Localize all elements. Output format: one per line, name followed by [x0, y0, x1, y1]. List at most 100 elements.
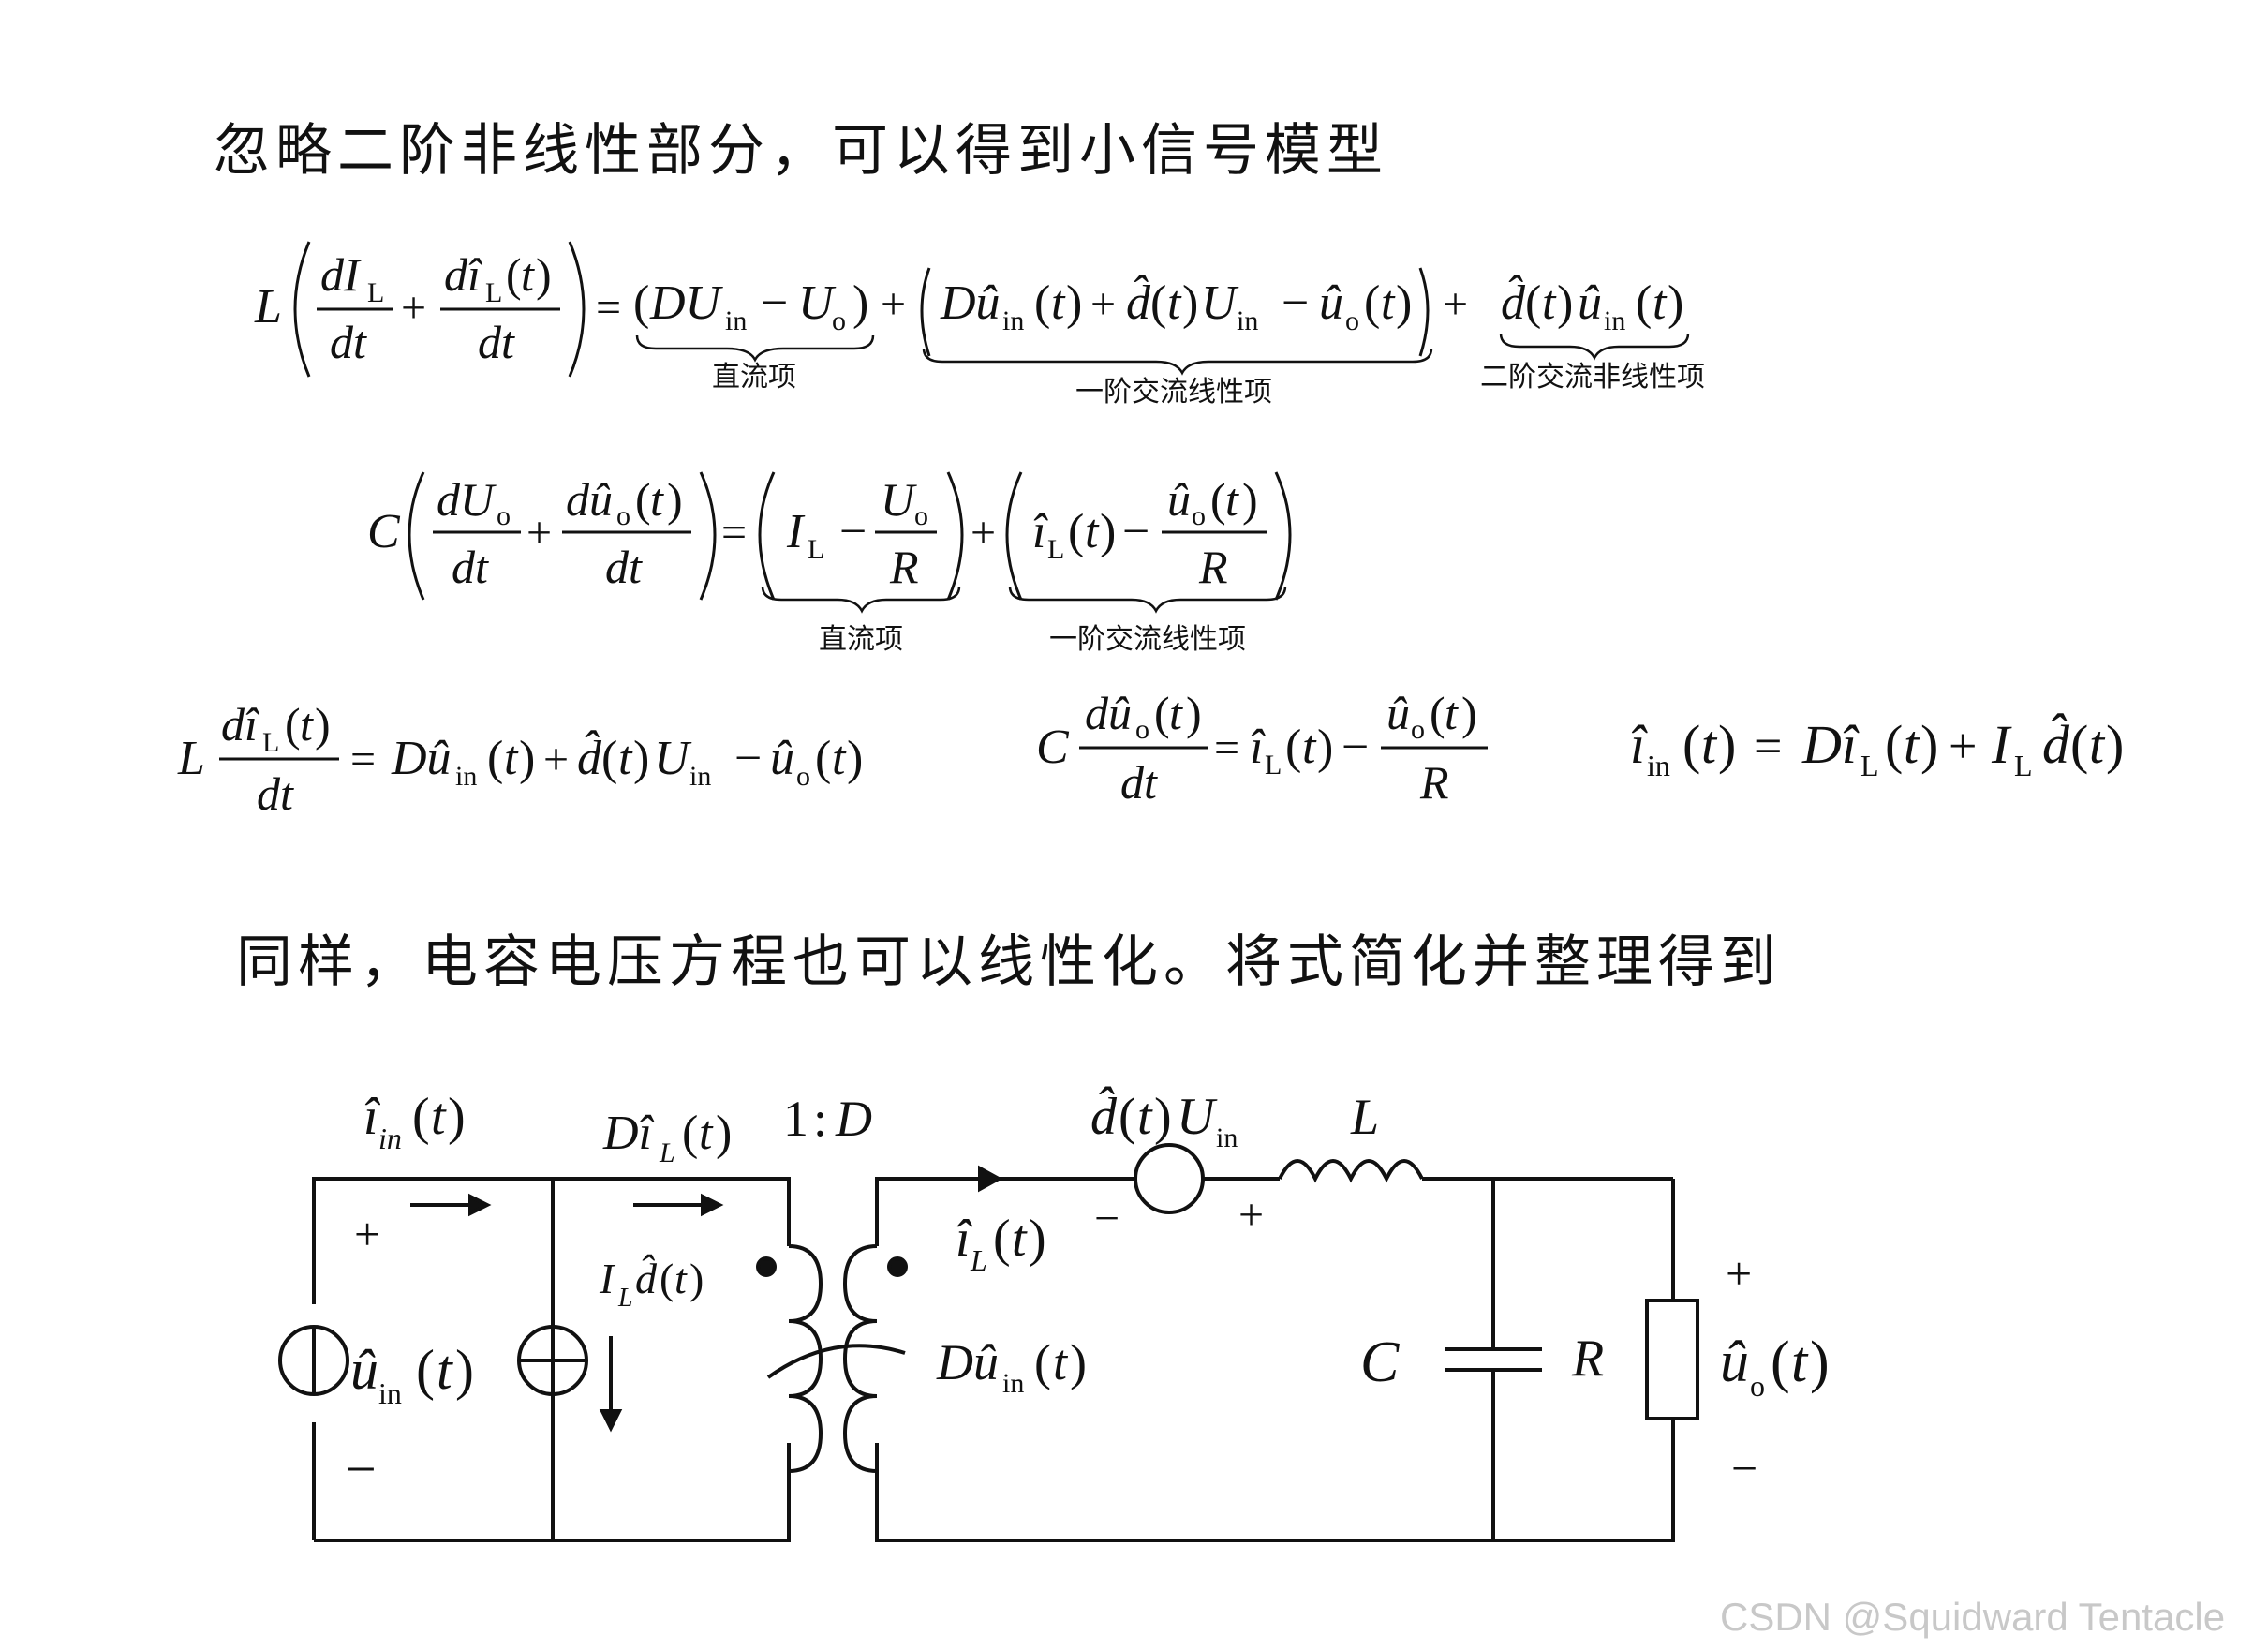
ratio-colon: :: [813, 1091, 827, 1147]
label-inductor-L: L: [1350, 1089, 1379, 1145]
svg-text:in: in: [1237, 305, 1258, 336]
svg-text:C: C: [367, 505, 401, 558]
svg-text:−: −: [1342, 721, 1369, 774]
svg-text:t: t: [650, 473, 664, 526]
svg-text:t: t: [1381, 276, 1396, 330]
small-signal-circuit: [278, 1143, 1699, 1542]
svg-text:I: I: [786, 505, 806, 558]
svg-text:U: U: [798, 276, 837, 330]
svg-text:t: t: [437, 1339, 453, 1401]
svg-text:+: +: [401, 283, 426, 333]
svg-text:): ): [1242, 473, 1258, 526]
svg-text:o: o: [1192, 500, 1206, 531]
svg-text:in: in: [1604, 305, 1625, 336]
heading-small-signal-model: 忽略二阶非线性部分，可以得到小信号模型: [214, 118, 1388, 184]
svg-text:î: î: [1032, 505, 1048, 558]
svg-text:): ): [536, 248, 552, 301]
svg-text:t: t: [699, 1107, 714, 1160]
svg-text:L: L: [808, 534, 824, 565]
svg-text:in: in: [1216, 1122, 1238, 1153]
svg-text:(: (: [285, 698, 301, 751]
voltage-source-dUin: [1134, 1143, 1205, 1214]
svg-text:o: o: [832, 305, 846, 336]
svg-text:=: =: [350, 735, 376, 784]
svg-text:î: î: [956, 1210, 973, 1268]
svg-text:U: U: [654, 732, 692, 785]
resistor-R: [1645, 1299, 1699, 1420]
svg-text:û: û: [1578, 276, 1602, 330]
minus-dUin: −: [1094, 1194, 1119, 1243]
svg-text:t: t: [504, 732, 519, 785]
svg-text:(: (: [682, 1107, 698, 1160]
svg-text:): ): [1029, 1210, 1046, 1268]
svg-text:t: t: [1653, 276, 1668, 330]
svg-text:t: t: [1137, 1088, 1153, 1146]
svg-text:dI: dI: [320, 248, 362, 301]
svg-text:t: t: [431, 1088, 447, 1146]
svg-text:L: L: [254, 280, 282, 334]
svg-text:(: (: [1119, 1088, 1136, 1146]
svg-text:(: (: [412, 1088, 430, 1146]
svg-text:d̂: d̂: [2042, 714, 2070, 775]
svg-text:û: û: [1167, 473, 1191, 526]
svg-text:): ): [1100, 505, 1116, 558]
svg-text:): ): [2106, 714, 2124, 775]
label-capacitor-C: C: [1360, 1330, 1400, 1394]
svg-text:+: +: [971, 508, 996, 557]
svg-text:(: (: [1364, 276, 1380, 330]
svg-text:): ): [1396, 276, 1412, 330]
svg-text:(: (: [1636, 276, 1652, 330]
svg-text:(: (: [1771, 1330, 1790, 1394]
svg-text:): ): [1461, 687, 1477, 739]
svg-text:in: in: [1002, 305, 1024, 336]
svg-text:t: t: [300, 698, 314, 751]
svg-text:): ): [1718, 714, 1736, 775]
svg-text:o: o: [616, 500, 630, 531]
svg-text:U: U: [1177, 1088, 1218, 1146]
svg-text:t: t: [1167, 276, 1182, 330]
svg-text:): ): [315, 698, 331, 751]
svg-text:): ): [667, 473, 683, 526]
svg-text:): ): [1317, 721, 1333, 774]
current-source-ILd: [517, 1325, 588, 1396]
svg-text:in: in: [725, 305, 747, 336]
svg-text:(: (: [815, 732, 831, 785]
svg-text:+: +: [543, 735, 569, 784]
svg-text:Dû: Dû: [391, 732, 452, 785]
brace-label-first-order-2: 一阶交流线性项: [1049, 623, 1246, 656]
svg-text:): ): [1070, 1334, 1087, 1390]
svg-text:t: t: [1302, 721, 1317, 774]
wire-top-right-1: [875, 1177, 1135, 1246]
svg-text:U: U: [881, 473, 917, 526]
svg-text:+: +: [1949, 718, 1977, 774]
wire-bottom-right: [875, 1443, 1675, 1542]
plus-uin: +: [354, 1208, 380, 1260]
svg-text:(: (: [1682, 714, 1700, 775]
svg-text:): ): [448, 1088, 466, 1146]
svg-text:dU: dU: [437, 473, 497, 526]
plus-dUin: +: [1238, 1190, 1264, 1240]
svg-text:): ): [689, 1255, 704, 1302]
svg-text:in: in: [378, 1376, 402, 1410]
svg-text:in: in: [1002, 1368, 1024, 1399]
svg-text:t: t: [521, 248, 535, 301]
svg-text:C: C: [1036, 721, 1070, 774]
equation-inductor-small-signal: L dî L ( t ) dt = Dû in ( t ) + d̂ ( t )…: [177, 698, 863, 820]
svg-text:(: (: [660, 1255, 674, 1302]
svg-text:): ): [455, 1339, 474, 1401]
svg-text:o: o: [1411, 714, 1425, 745]
svg-text:dû: dû: [566, 473, 613, 526]
svg-text:L: L: [2014, 749, 2033, 782]
svg-text:t: t: [1791, 1330, 1809, 1394]
svg-text:dt: dt: [257, 767, 294, 820]
svg-text:î: î: [1630, 714, 1648, 775]
svg-text:û: û: [1319, 276, 1343, 330]
svg-text:t: t: [1012, 1210, 1028, 1268]
svg-text:Dû: Dû: [940, 276, 1001, 330]
svg-text:dt: dt: [330, 316, 367, 368]
svg-text:): ): [633, 732, 649, 785]
svg-text:in: in: [689, 761, 711, 792]
svg-text:): ): [1186, 687, 1202, 739]
